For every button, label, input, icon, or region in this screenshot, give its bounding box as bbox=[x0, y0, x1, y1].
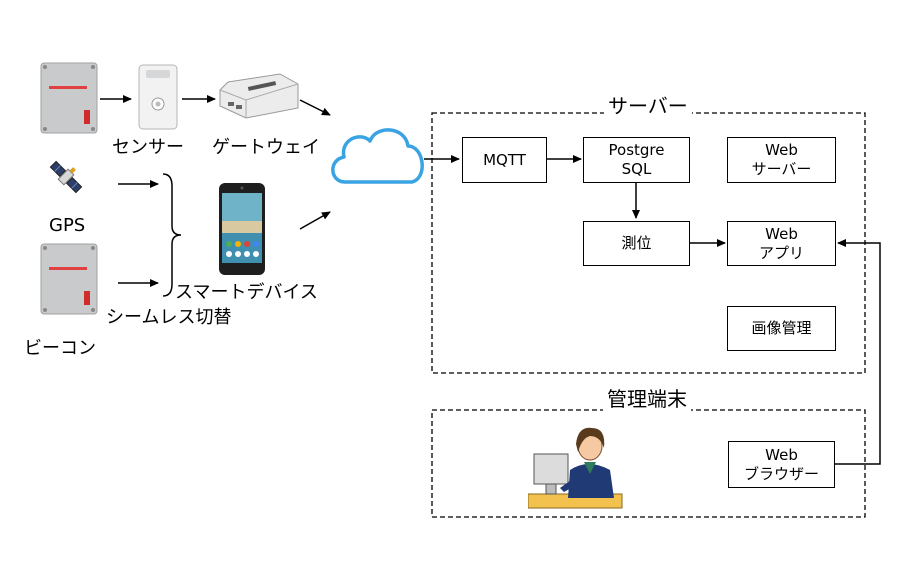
seamless-brace bbox=[162, 173, 182, 297]
arrow-phone-to-cloud bbox=[299, 211, 331, 230]
web-server-label-line1: Web bbox=[765, 141, 798, 159]
gps-satellite-icon bbox=[49, 160, 83, 194]
smartphone-device bbox=[219, 183, 265, 275]
postgres-label-line1: Postgre bbox=[608, 141, 665, 159]
postgres-label-line2: SQL bbox=[621, 160, 652, 178]
postgres-box: Postgre SQL bbox=[583, 137, 690, 183]
positioning-box: 測位 bbox=[583, 221, 690, 266]
web-browser-label-line1: Web bbox=[765, 445, 798, 464]
web-browser-label-line2: ブラウザー bbox=[743, 464, 819, 483]
web-app-label-line1: Web bbox=[765, 224, 798, 243]
beacon-device-bottom bbox=[40, 243, 98, 315]
arrow-browser-to-webapp bbox=[835, 239, 881, 465]
beacon-label: ビーコン bbox=[24, 338, 96, 359]
web-app-box: Web アプリ bbox=[727, 221, 836, 266]
admin-person-illustration bbox=[528, 427, 623, 509]
web-app-label-line2: アプリ bbox=[758, 243, 804, 262]
smart-device-label: スマートデバイス bbox=[175, 282, 318, 303]
terminal-region-title: 管理端末 bbox=[603, 387, 691, 411]
server-region-title: サーバー bbox=[604, 94, 692, 118]
beacon-device-top bbox=[40, 62, 98, 134]
positioning-label: 測位 bbox=[621, 234, 652, 252]
sensor-device bbox=[138, 64, 178, 130]
gateway-label: ゲートウェイ bbox=[212, 137, 320, 158]
gps-label: GPS bbox=[49, 215, 86, 236]
seamless-switch-label: シームレス切替 bbox=[106, 307, 232, 328]
image-management-label: 画像管理 bbox=[751, 319, 812, 337]
web-server-label-line2: サーバー bbox=[751, 160, 812, 178]
web-server-box: Web サーバー bbox=[727, 137, 836, 183]
gateway-device bbox=[219, 73, 299, 119]
web-browser-box: Web ブラウザー bbox=[728, 441, 835, 488]
mqtt-label: MQTT bbox=[483, 150, 526, 169]
arrow-gateway-to-cloud bbox=[299, 99, 331, 116]
cloud-icon bbox=[331, 128, 424, 184]
sensor-label: センサー bbox=[112, 137, 184, 158]
mqtt-box: MQTT bbox=[462, 137, 547, 183]
image-management-box: 画像管理 bbox=[727, 306, 836, 351]
